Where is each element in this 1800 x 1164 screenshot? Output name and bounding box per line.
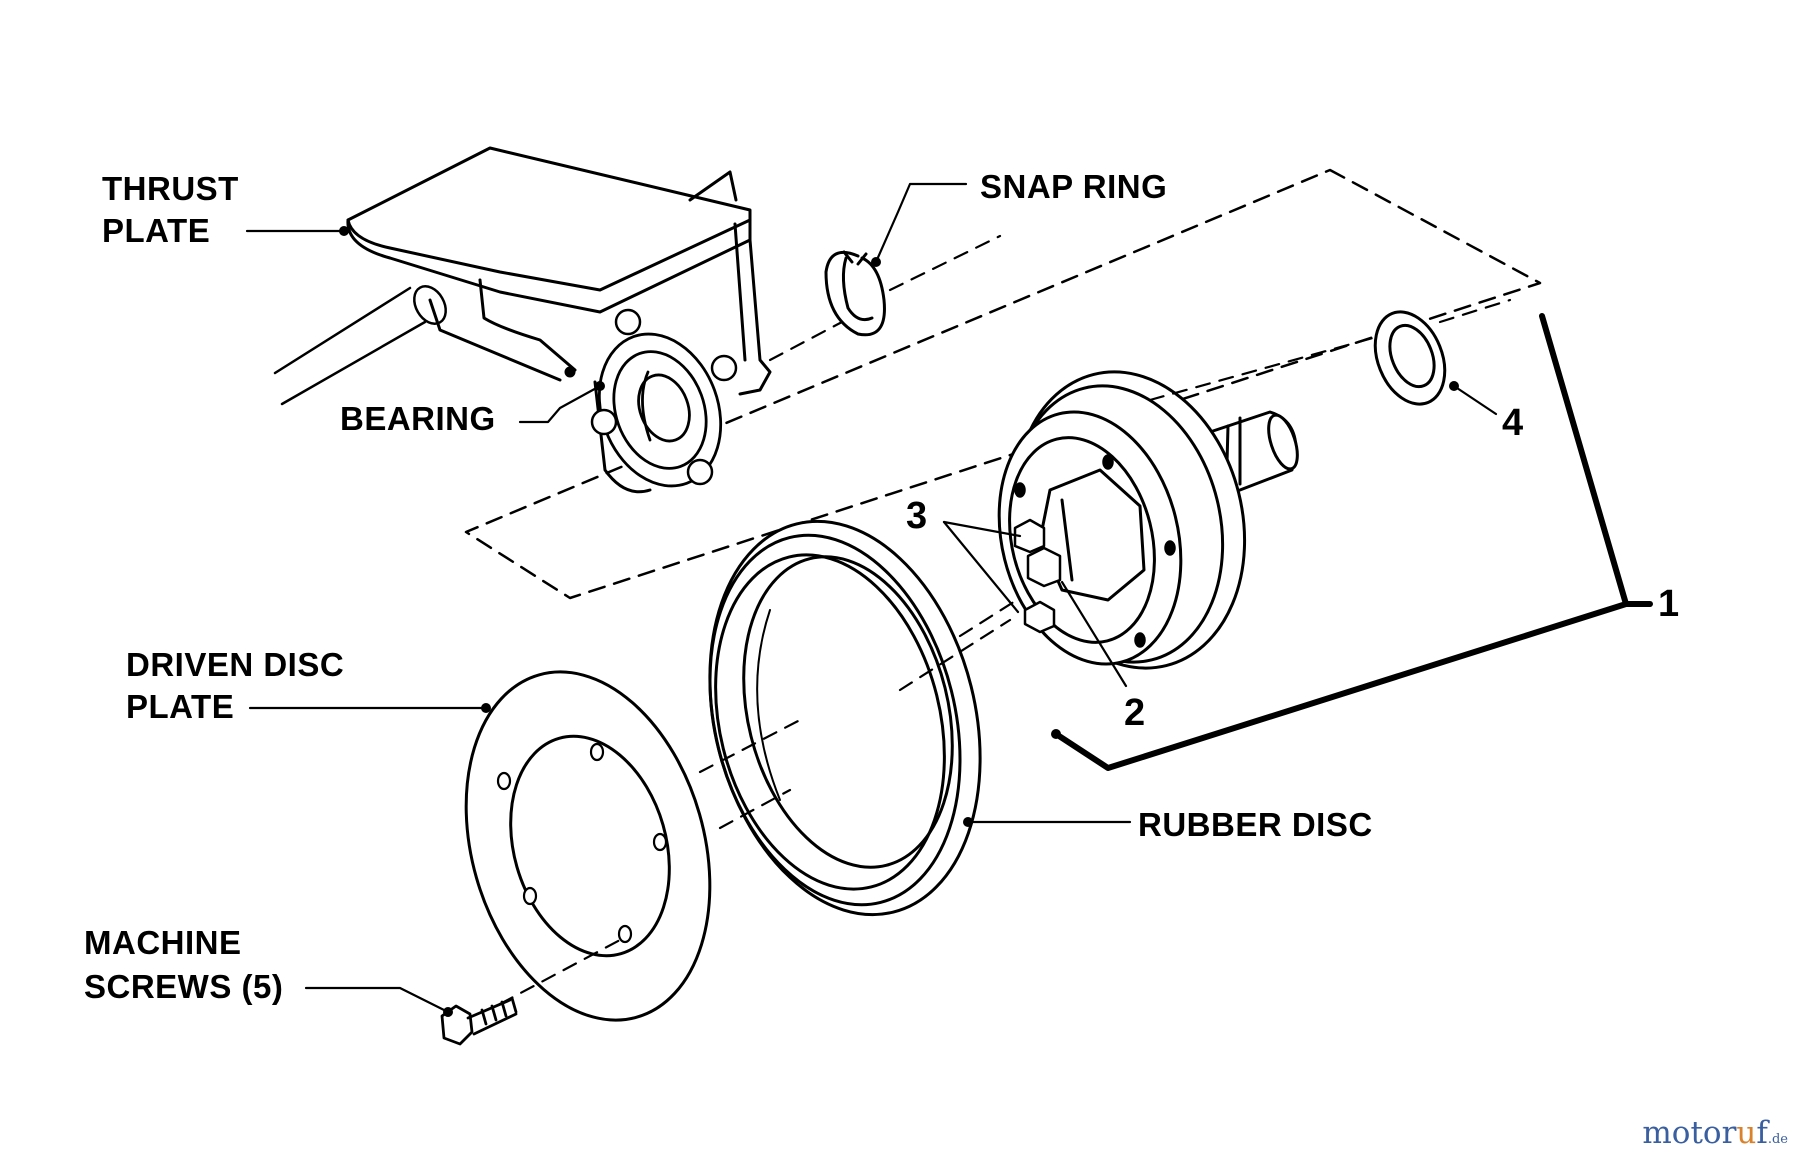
bearing xyxy=(590,308,738,488)
machine-screw xyxy=(440,996,518,1046)
bearing-label: BEARING xyxy=(340,400,496,437)
snap-ring-label: SNAP RING xyxy=(980,168,1168,205)
thrust-plate-label-line2: PLATE xyxy=(102,212,211,249)
machine-screws-label-line2: SCREWS (5) xyxy=(84,968,284,1005)
driven-disc-plate-label-line2: PLATE xyxy=(126,688,235,725)
callout-4: 4 xyxy=(1502,402,1524,444)
machine-screws-label-line1: MACHINE xyxy=(84,924,242,961)
watermark-end: f xyxy=(1756,1115,1768,1151)
shaft xyxy=(273,285,447,406)
snap-ring xyxy=(824,250,886,337)
driven-disc-plate xyxy=(464,670,712,1022)
washer xyxy=(1373,310,1447,406)
thrust-plate-label-line1: THRUST xyxy=(102,170,239,207)
assembly-bracket xyxy=(1053,313,1653,771)
assembly-dashed-outline xyxy=(464,168,1542,600)
watermark-logo: motoruf.de xyxy=(1642,1118,1788,1149)
watermark-tld: .de xyxy=(1767,1132,1788,1147)
leader-dots xyxy=(339,226,1459,1017)
callout-3: 3 xyxy=(906,495,928,537)
alignment-dashed-lines xyxy=(498,234,1512,1006)
leader-lines xyxy=(245,182,1498,1014)
watermark-accent: u xyxy=(1736,1115,1757,1151)
rubber-disc xyxy=(708,519,982,917)
hub-assembly xyxy=(997,370,1299,670)
rubber-disc-label: RUBBER DISC xyxy=(1138,806,1373,843)
callout-2: 2 xyxy=(1124,692,1146,734)
thrust-plate xyxy=(346,146,772,494)
watermark-main: motor xyxy=(1642,1115,1737,1151)
driven-disc-plate-label-line1: DRIVEN DISC xyxy=(126,646,345,683)
callout-1: 1 xyxy=(1658,583,1680,625)
